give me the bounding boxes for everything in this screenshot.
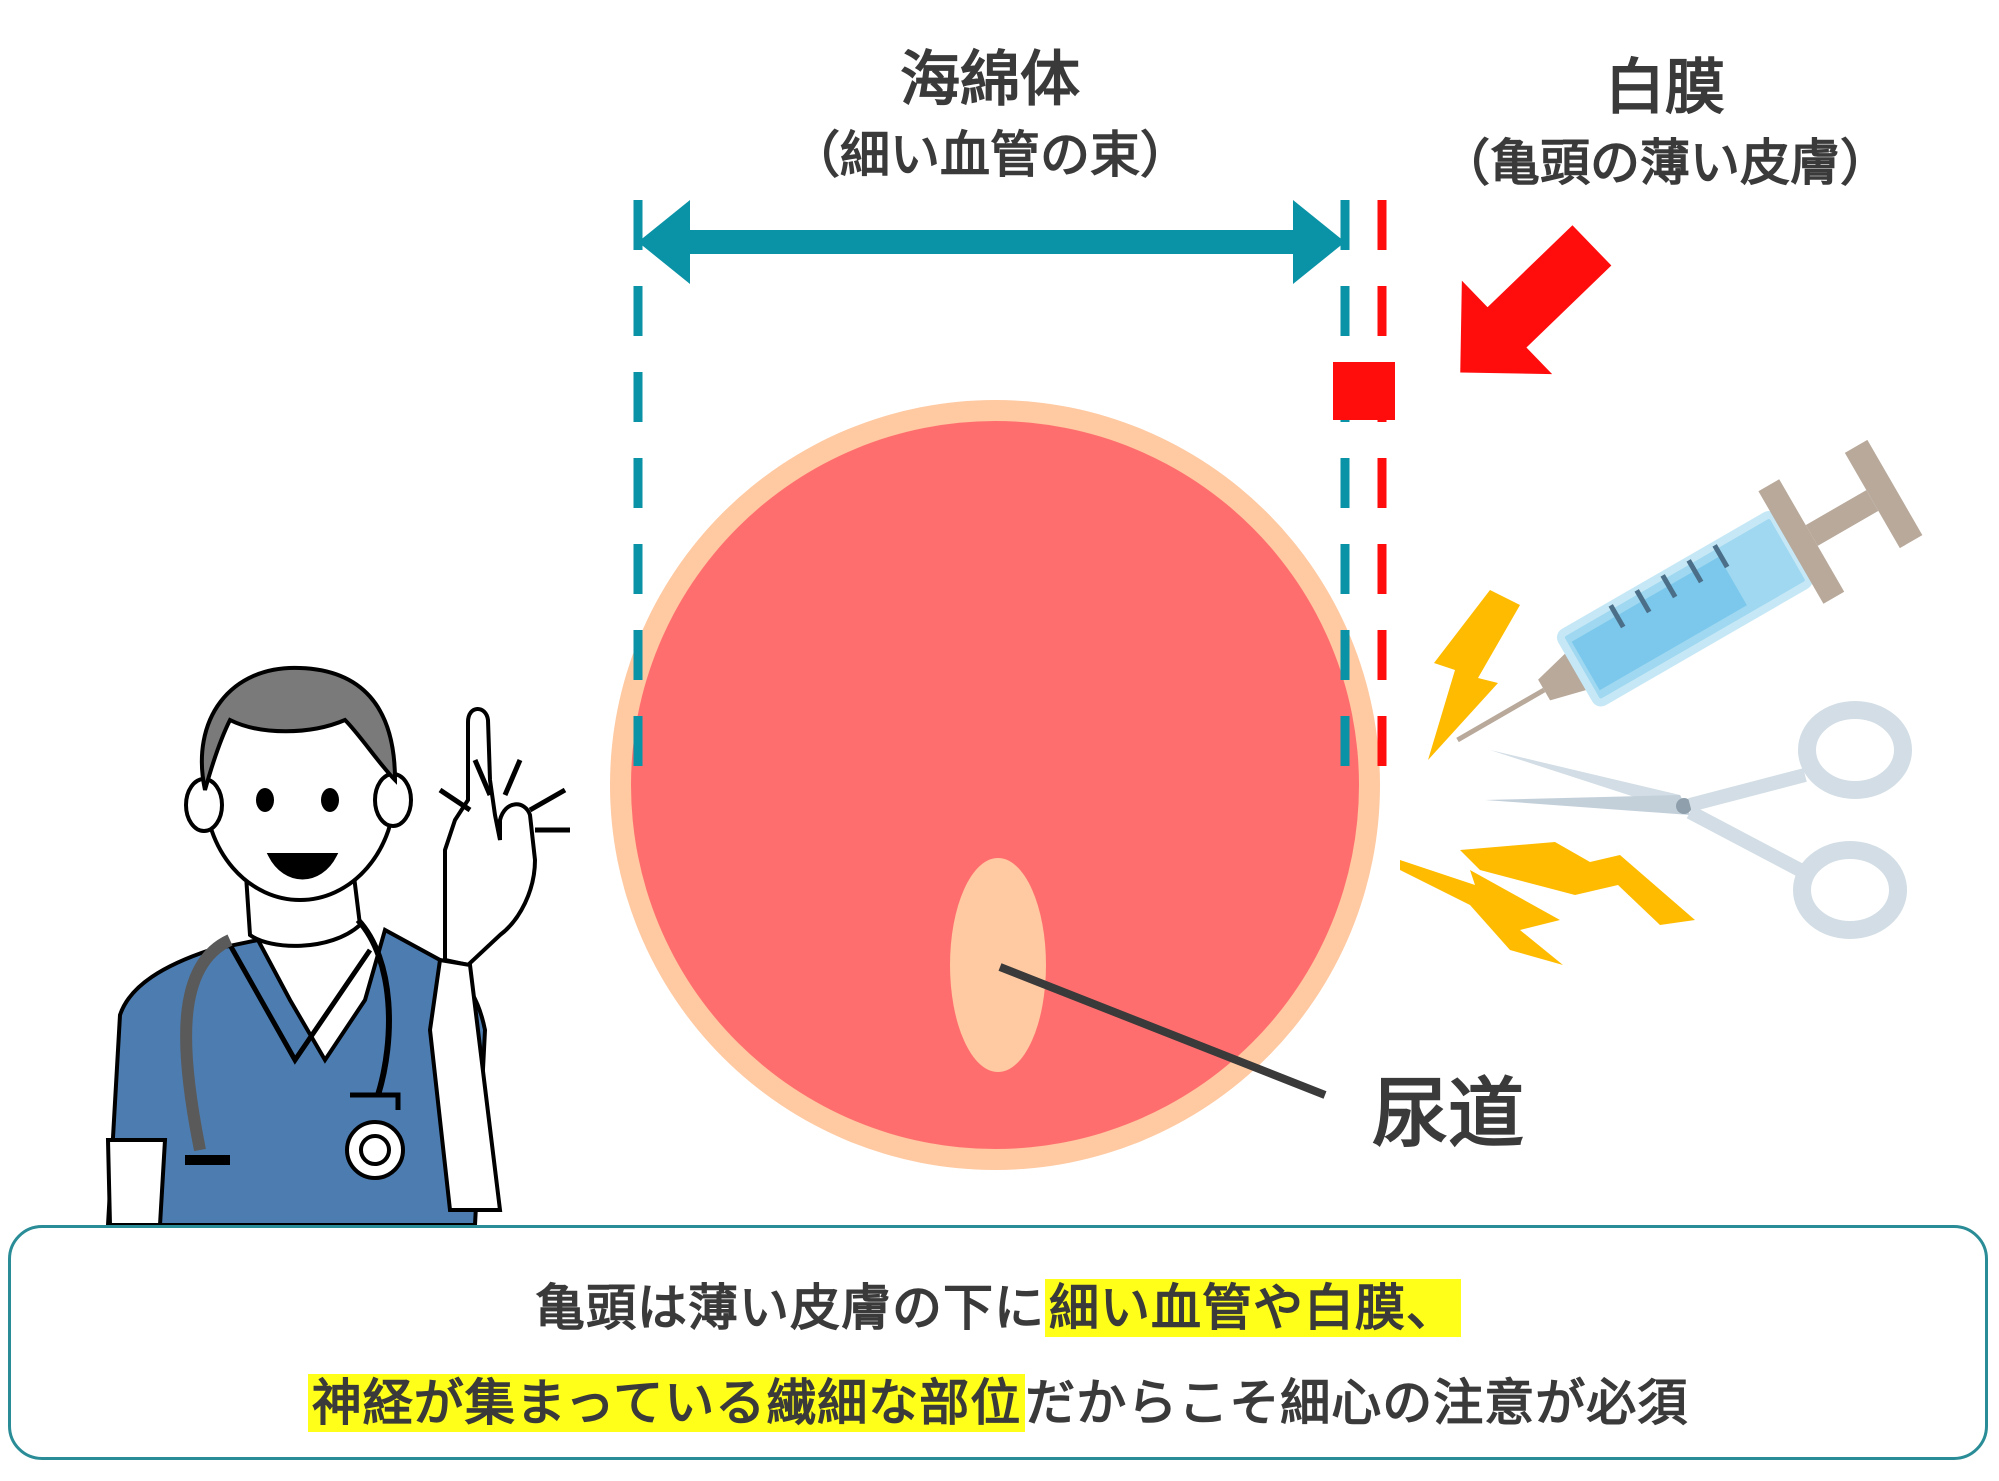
tunica-subtitle: （亀頭の薄い皮膚）: [1440, 134, 1890, 192]
urethra-shape: [950, 858, 1046, 1072]
scissors-icon: [1485, 701, 1912, 939]
caption-line-2-highlight: 神経が集まっている繊細な部位: [307, 1374, 1026, 1432]
width-arrow: [638, 200, 1345, 284]
tunica-marker: [1333, 362, 1395, 420]
doctor-illustration: [105, 665, 570, 1227]
corpus-spongiosum: [631, 421, 1359, 1149]
urethra-label: 尿道: [1372, 1069, 1524, 1158]
caption-line-1-plain: 亀頭は薄い皮膚の下に: [535, 1279, 1045, 1337]
syringe-icon: [1456, 439, 1923, 743]
tunica-title: 白膜: [1605, 53, 1725, 123]
sponge-subtitle: （細い血管の束）: [790, 126, 1190, 184]
caption-line-1: 亀頭は薄い皮膚の下に細い血管や白膜、: [11, 1268, 1985, 1340]
caption-line-2: 神経が集まっている繊細な部位だからこそ細心の注意が必須: [11, 1363, 1985, 1435]
caption-line-1-highlight: 細い血管や白膜、: [1045, 1279, 1461, 1337]
lightning-icon: [1400, 590, 1695, 965]
red-arrow-icon: [1460, 225, 1612, 375]
caption-box: 亀頭は薄い皮膚の下に細い血管や白膜、 神経が集まっている繊細な部位だからこそ細心…: [8, 1225, 1988, 1460]
sponge-title: 海綿体: [900, 45, 1080, 115]
urethra-pointer-line: [998, 963, 1327, 1099]
caption-line-2-plain: だからこそ細心の注意が必須: [1025, 1374, 1689, 1432]
